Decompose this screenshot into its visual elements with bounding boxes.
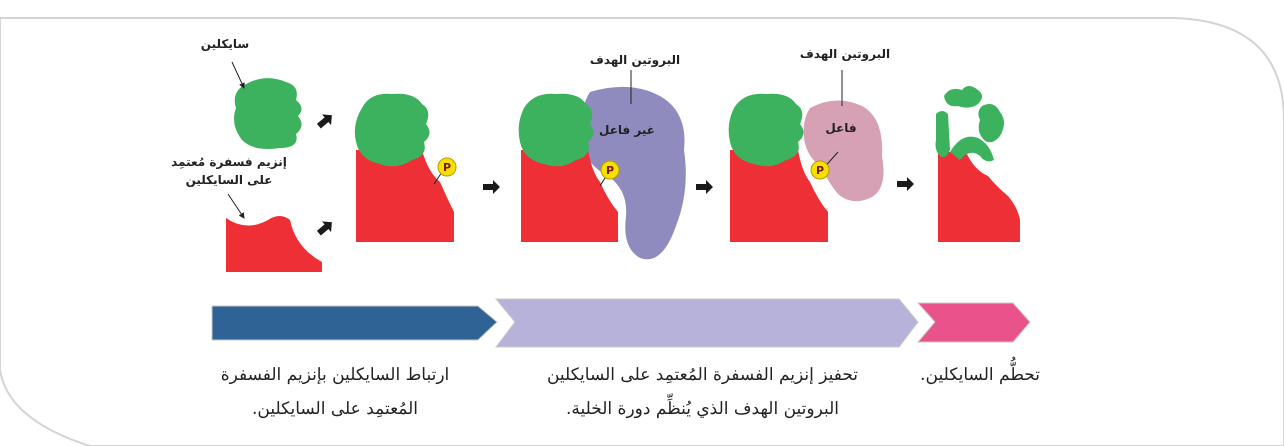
phosphate-label: P	[606, 164, 614, 177]
phosphate-label: P	[443, 161, 451, 174]
timeline-arrow-blue	[211, 305, 498, 341]
stage2-caption-line2: البروتين الهدف الذي يُنظِّم دورة الخلية.	[565, 399, 840, 419]
target-protein-label: البروتين الهدف	[799, 47, 891, 61]
stage1-caption-line1: ارتباط السايكلين بإنزيم الفسفرة	[220, 365, 450, 385]
cdk-pointer	[227, 193, 245, 219]
cdk-label-line2: على السايكلين	[185, 173, 273, 187]
phosphate-icon	[810, 160, 830, 180]
stage1-caption-line2: المُعتمِد على السايكلين.	[251, 399, 419, 419]
cyclin-pointer	[231, 61, 245, 89]
active-label: فاعل	[825, 121, 857, 135]
phosphate-icon	[600, 160, 620, 180]
complex-with-active-target	[728, 70, 884, 242]
cdk-label-line1: إنزيم فسفرة مُعتمِد	[171, 155, 287, 169]
inactive-label: غير فاعل	[598, 123, 655, 137]
cyclin-fragments	[935, 86, 1004, 162]
step-arrow-icon	[316, 114, 332, 129]
step-arrow-icon	[897, 177, 914, 191]
degraded-cyclin-complex	[935, 86, 1020, 242]
target-protein-label: البروتين الهدف	[589, 53, 681, 67]
cyclin-label: سايكلين	[200, 37, 250, 51]
step-arrows	[316, 114, 914, 236]
phosphate-icon	[437, 157, 457, 177]
free-cyclin	[234, 78, 302, 149]
free-cdk	[226, 216, 322, 272]
complex-with-inactive-target	[518, 70, 686, 260]
timeline-arrows	[211, 298, 1031, 348]
timeline-arrow-lavender	[494, 298, 919, 348]
phosphate-label: P	[816, 164, 824, 177]
step-arrow-icon	[483, 180, 500, 194]
timeline-arrow-pink	[916, 302, 1031, 343]
stage2-caption-line1: تحفيز إنزيم الفسفرة المُعتمِد على السايك…	[546, 365, 859, 385]
cyclin-cdk-complex-1	[354, 93, 457, 242]
step-arrow-icon	[316, 221, 332, 236]
step-arrow-icon	[696, 180, 713, 194]
stage3-caption: تحطُّم السايكلين.	[920, 365, 1040, 385]
